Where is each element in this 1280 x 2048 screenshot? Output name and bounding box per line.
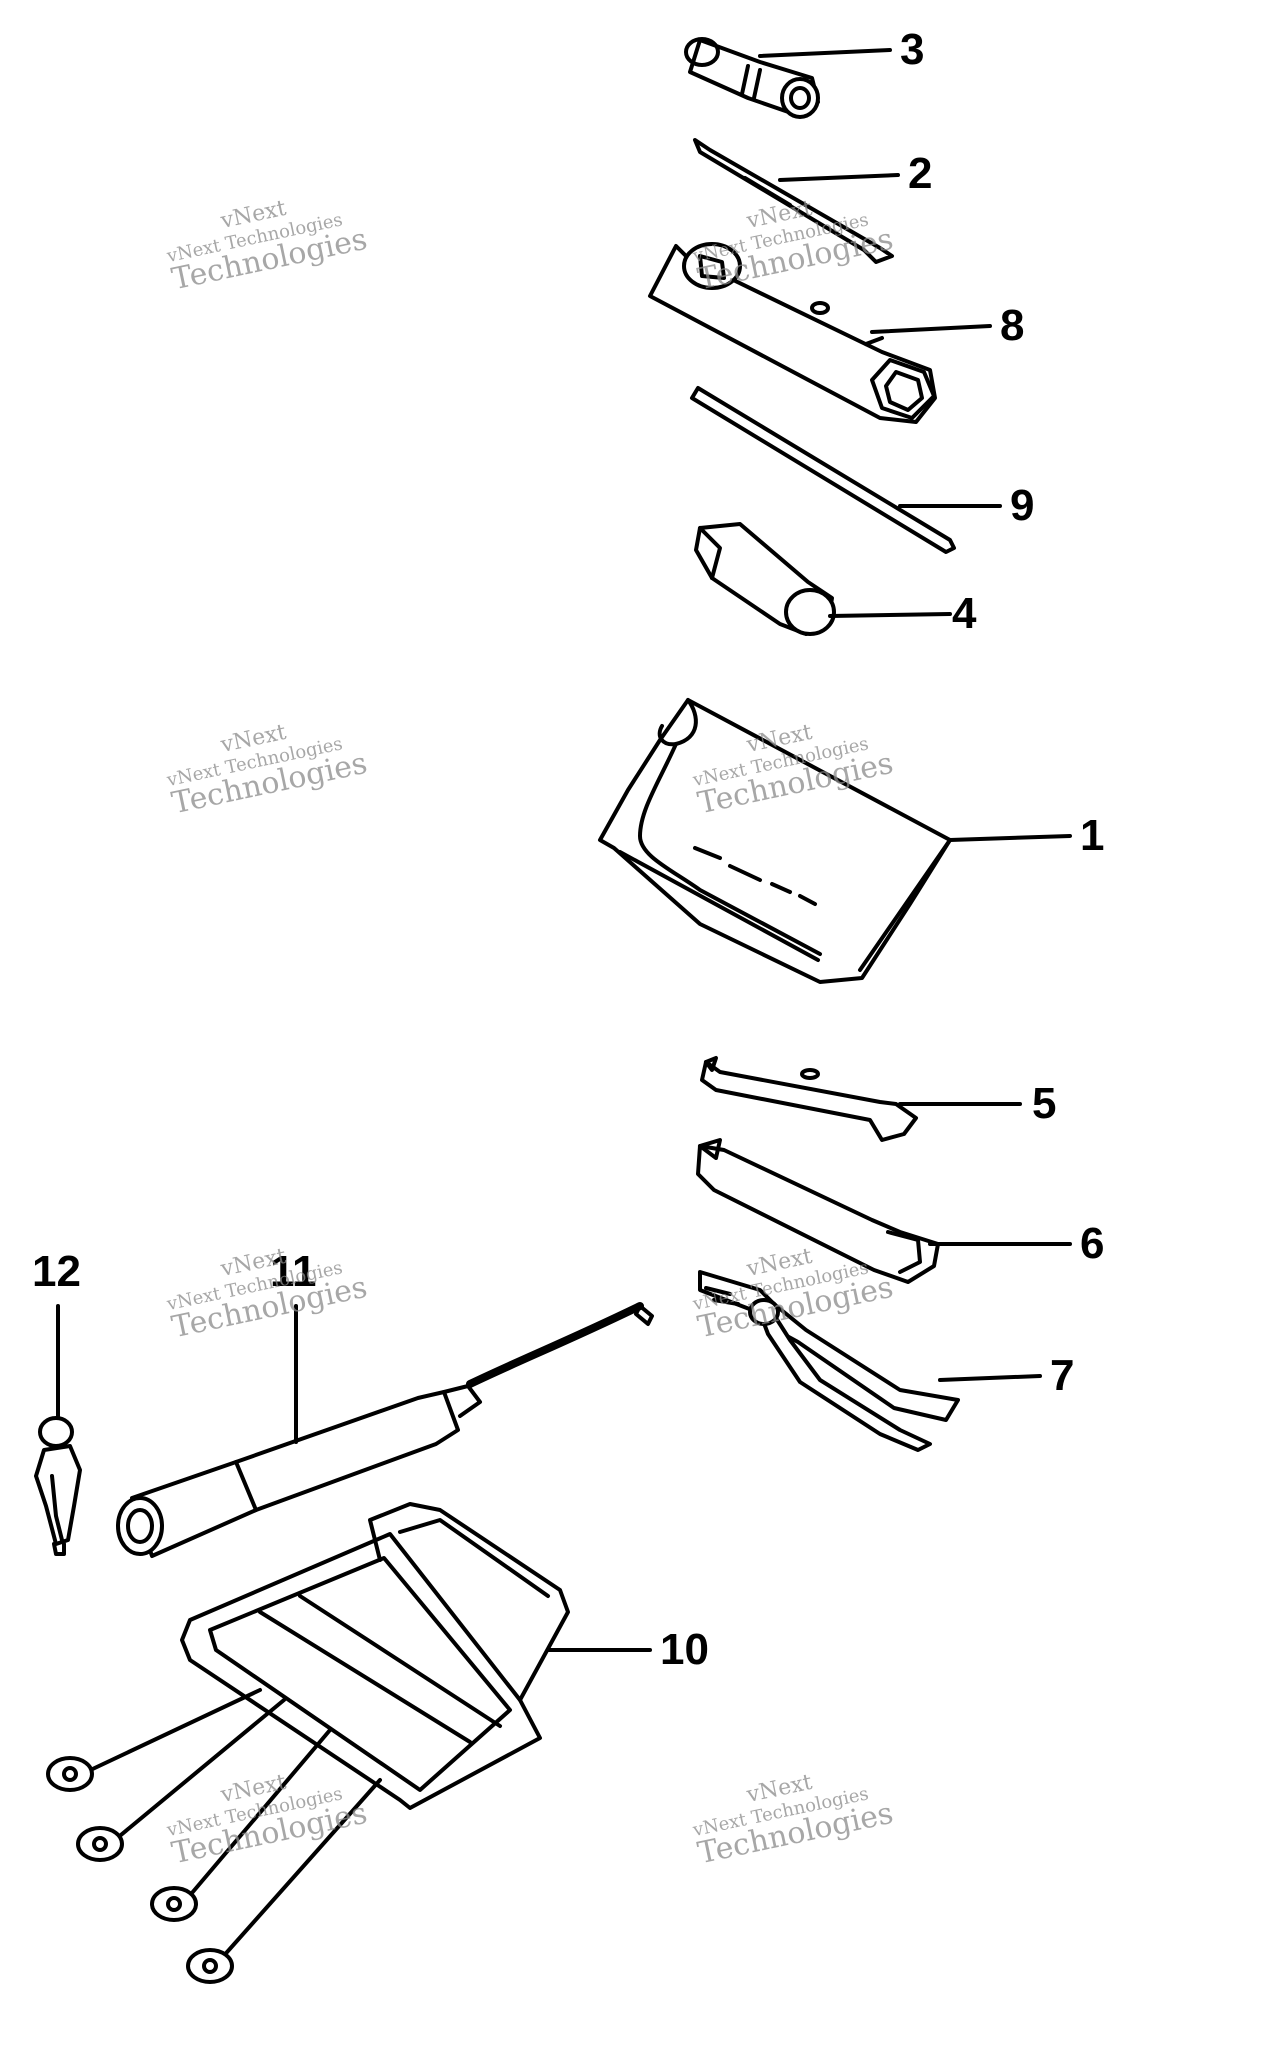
callout-11: 11 — [270, 1247, 317, 1296]
callout-2: 2 — [908, 149, 933, 198]
pliers-drawing — [698, 1270, 960, 1452]
plug-wrench-drawing — [694, 522, 836, 636]
callout-6: 6 — [1080, 1219, 1105, 1268]
valve-cap-drawing — [34, 1416, 82, 1556]
leader-1 — [948, 834, 1072, 842]
tool-bag-drawing — [598, 698, 952, 984]
open-end-wrench-small-drawing — [700, 1056, 918, 1142]
callout-1: 1 — [1080, 811, 1105, 860]
callout-5: 5 — [1032, 1079, 1057, 1128]
leader-3 — [758, 48, 892, 58]
luggage-carrier-drawing — [46, 1502, 570, 1984]
callout-10: 10 — [660, 1625, 709, 1674]
tommy-bar-drawing — [690, 386, 956, 554]
callout-4: 4 — [952, 589, 977, 638]
leader-7 — [938, 1374, 1042, 1382]
leader-2 — [778, 173, 900, 182]
callout-3: 3 — [900, 25, 925, 74]
callout-9: 9 — [1010, 481, 1035, 530]
leader-8 — [870, 324, 992, 334]
box-wrench-drawing — [648, 242, 937, 424]
socket-handle-drawing — [684, 37, 820, 119]
open-end-wrench-large-drawing — [696, 1138, 940, 1284]
callout-8: 8 — [1000, 301, 1025, 350]
callout-12: 12 — [32, 1247, 81, 1296]
callout-7: 7 — [1050, 1351, 1075, 1400]
tire-pump-drawing — [116, 1302, 654, 1558]
leader-4 — [828, 612, 952, 618]
screwdriver-drawing — [693, 138, 894, 264]
